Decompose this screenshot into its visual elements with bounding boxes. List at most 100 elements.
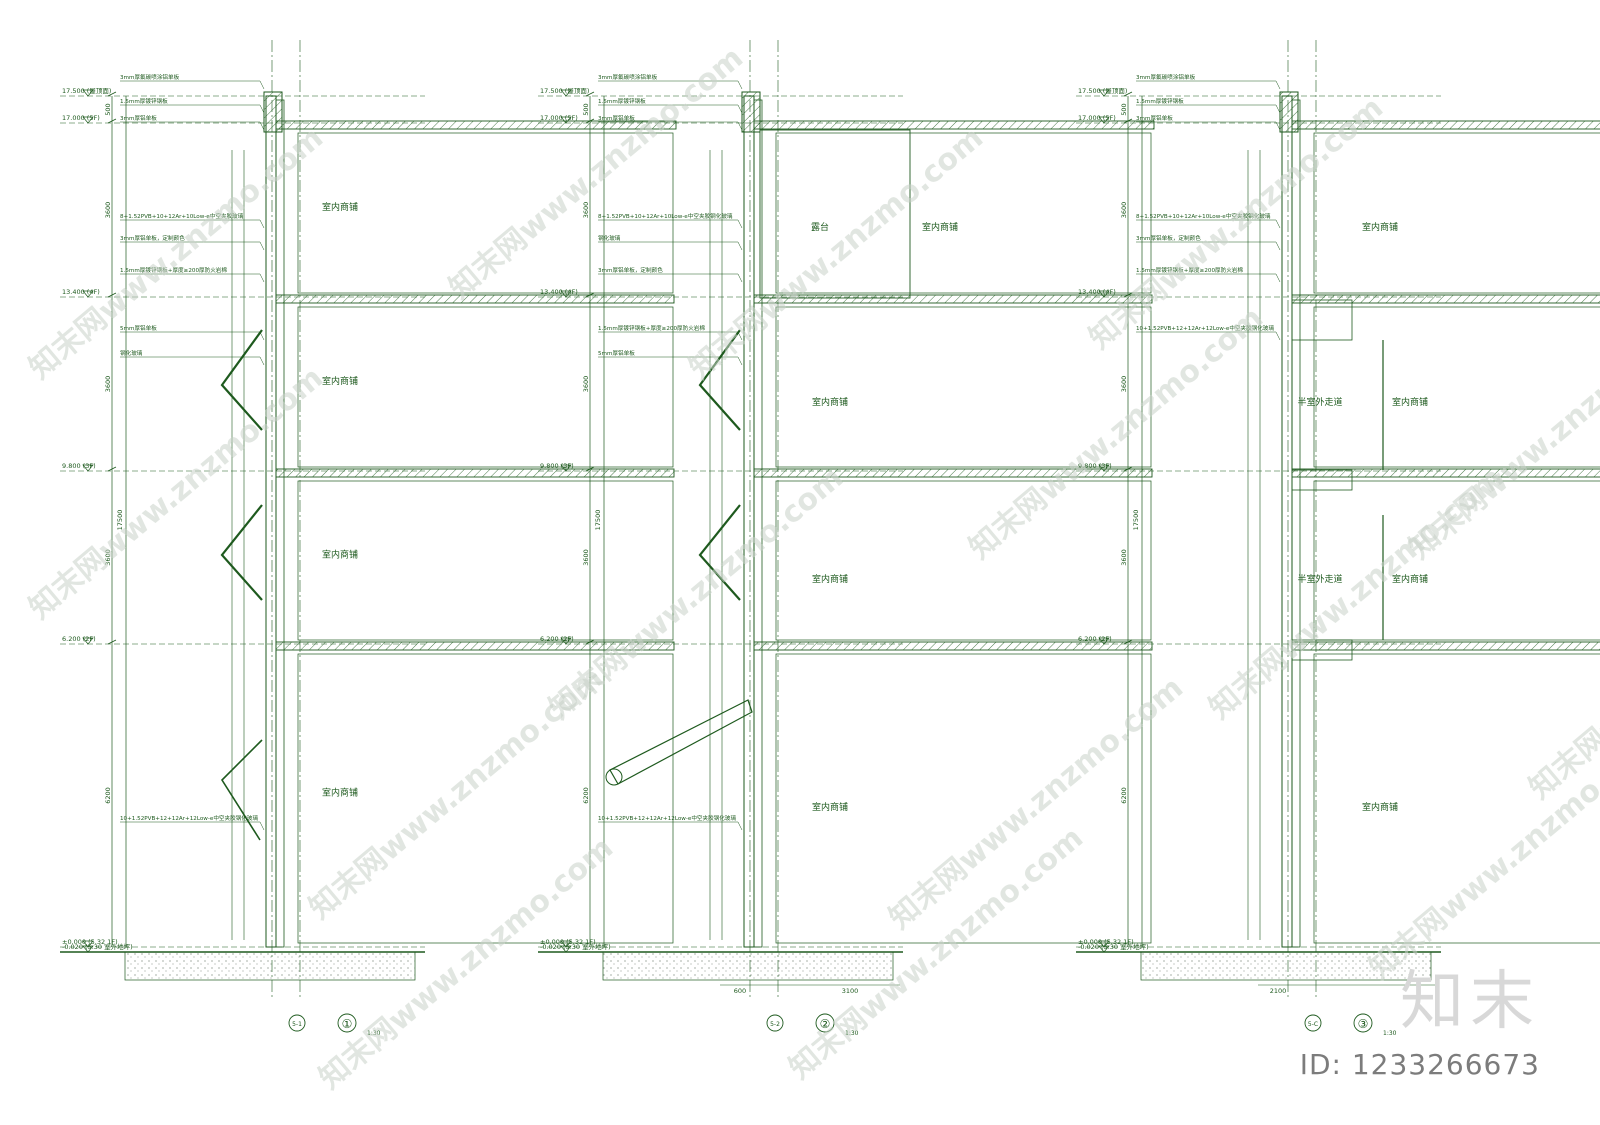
room-label: 室内商铺	[1392, 396, 1428, 408]
dim-tick	[1123, 292, 1133, 298]
storey-dim: 3600	[1120, 376, 1128, 393]
note-leader	[259, 241, 265, 251]
dim-tick	[107, 639, 117, 645]
material-note: 8+1.52PVB+10+12Ar+10Low-e中空夹胶玻璃	[120, 212, 244, 220]
room-label: 室内商铺	[322, 375, 358, 387]
note-leader	[259, 273, 265, 283]
room-outline	[297, 480, 674, 641]
level-label: 9.800 (3F)	[1078, 462, 1112, 470]
floor-slab	[1291, 641, 1600, 651]
roof-slab	[753, 120, 1155, 130]
section-number: ②	[820, 1017, 831, 1031]
watermark-text: 知末网www.znzmo.com	[883, 670, 1190, 936]
note-leader	[259, 356, 265, 366]
curtain-wall-mullion	[1291, 99, 1301, 948]
material-note: 钢化玻璃	[120, 349, 143, 357]
note-leader	[737, 104, 743, 114]
brand-mark: 知末 ID: 1233266673	[1300, 970, 1540, 1081]
material-note: 3mm厚铝单板，定制颜色	[1136, 234, 1201, 242]
section-scale: 1:30	[845, 1030, 859, 1037]
facade-wall	[1281, 95, 1293, 948]
material-note: 3mm厚铝单板	[120, 114, 157, 122]
corridor-railing	[1291, 299, 1353, 341]
room-outline	[1313, 306, 1600, 468]
dim-tick	[1123, 118, 1133, 124]
floor-slab	[275, 294, 675, 304]
watermark-text: 知末网www.znzmo.com	[543, 460, 850, 726]
material-note: 3mm厚氟碳喷涂铝单板	[598, 73, 658, 81]
room-outline	[1313, 132, 1600, 294]
note-leader	[1275, 121, 1281, 131]
ground-soil	[124, 951, 416, 981]
total-dim: 17500	[116, 510, 124, 531]
level-marker	[1098, 116, 1110, 124]
level-label: 17.000 (5F)	[1078, 114, 1116, 122]
storey-dim: 3600	[104, 549, 112, 566]
note-leader	[737, 356, 743, 366]
note-leader	[737, 241, 743, 251]
material-note: 1.5mm厚镀锌钢板	[1136, 97, 1184, 105]
material-note: 3mm厚铝单板，定制颜色	[120, 234, 185, 242]
note-leader	[259, 219, 265, 229]
room-outline	[775, 480, 1152, 641]
parapet	[741, 91, 761, 133]
dim-tick	[585, 118, 595, 124]
level-label: 6.200 (2F)	[1078, 635, 1112, 643]
level-marker	[1098, 89, 1110, 97]
level-label: ±0.000 (5.32 1F)	[540, 938, 596, 946]
material-note: 1.5mm厚镀锌钢板+厚度≥200厚防火岩棉	[598, 324, 705, 332]
note-leader	[259, 121, 265, 131]
room-label: 室内商铺	[1362, 221, 1398, 233]
material-note: 5mm厚铝单板	[120, 324, 157, 332]
floor-slab	[275, 641, 675, 651]
storey-dim: 6200	[1120, 787, 1128, 804]
material-note: 3mm厚铝单板，定制颜色	[598, 266, 663, 274]
level-marker	[82, 464, 94, 472]
level-marker	[82, 940, 94, 948]
section-number: ①	[342, 1017, 353, 1031]
note-leader	[259, 104, 265, 114]
note-leader	[259, 80, 265, 90]
bottom-dim: 3100	[842, 987, 859, 995]
note-leader	[1275, 273, 1281, 283]
note-leader	[1275, 331, 1281, 341]
material-note: 1.5mm厚镀锌钢板+厚度≥200厚防火岩棉	[1136, 266, 1243, 274]
ground-soil	[1140, 951, 1432, 981]
storey-dim: 3600	[1120, 202, 1128, 219]
ground-soil	[602, 951, 894, 981]
entrance-canopy	[609, 699, 753, 785]
sunshade-fin	[220, 329, 263, 431]
dim-tick	[107, 292, 117, 298]
room-outline	[775, 132, 1152, 294]
dim-tick	[585, 466, 595, 472]
room-outline	[1313, 653, 1600, 944]
watermark-layer: 知末网www.znzmo.com知末网www.znzmo.com知末网www.z…	[23, 40, 1600, 1096]
level-marker	[82, 89, 94, 97]
note-leader	[259, 331, 265, 341]
room-outline	[297, 653, 674, 944]
level-marker	[560, 116, 572, 124]
note-leader	[259, 821, 265, 831]
note-leader	[737, 821, 743, 831]
section-tag: 5-2	[770, 1021, 780, 1028]
floor-slab	[753, 641, 1153, 651]
material-note: 3mm厚铝单板	[598, 114, 635, 122]
level-label: 17.000 (5F)	[540, 114, 578, 122]
note-leader	[1275, 219, 1281, 229]
room-outline	[1313, 480, 1600, 641]
dim-tick	[585, 292, 595, 298]
room-label: 室内商铺	[812, 573, 848, 585]
room-label: 露台	[811, 221, 829, 233]
storey-dim: 500	[1120, 103, 1128, 115]
section-scale: 1:30	[367, 1030, 381, 1037]
level-marker	[1098, 464, 1110, 472]
room-label: 室内商铺	[322, 549, 358, 561]
material-note: 1.5mm厚镀锌钢板+厚度≥200厚防火岩棉	[120, 266, 227, 274]
floor-slab	[1291, 294, 1600, 304]
level-marker	[560, 464, 572, 472]
level-marker	[560, 945, 572, 953]
dim-tick	[585, 639, 595, 645]
material-note: 1.5mm厚镀锌钢板	[120, 97, 168, 105]
level-marker	[560, 89, 572, 97]
